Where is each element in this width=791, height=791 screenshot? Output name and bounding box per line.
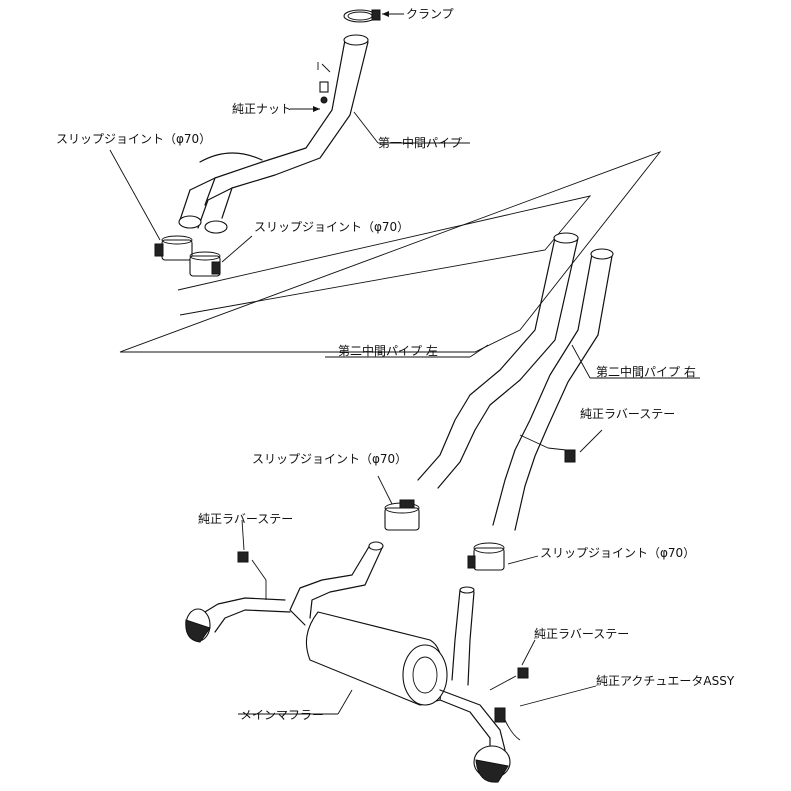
label-slip-joint-c: スリップジョイント（φ70）	[252, 452, 408, 466]
slip-joint-mid-right	[467, 542, 505, 571]
clamp-arrow	[382, 11, 389, 17]
main-muffler-leader	[337, 689, 353, 715]
slip-joint-mid-left	[384, 499, 420, 531]
slip-joint-a-leader	[109, 149, 161, 241]
slip-joint-b-leader	[221, 235, 253, 263]
oem-rubber-stay-c-leader	[521, 639, 536, 666]
second-mid-pipe-right	[492, 248, 614, 531]
label-second-mid-pipe-right: 第二中間パイプ 右	[596, 365, 696, 379]
second-left-leader	[469, 344, 489, 358]
first-mid-pipe-leader	[353, 111, 379, 144]
label-oem-rubber-stay-a: 純正ラバーステー	[580, 407, 676, 421]
oem-rubber-stay-a-leader	[579, 429, 603, 453]
label-slip-joint-b: スリップジョイント（φ70）	[254, 220, 410, 234]
label-second-mid-pipe-left: 第二中間パイプ 左	[338, 344, 438, 358]
label-main-muffler: メインマフラー	[240, 708, 325, 722]
label-first-mid-pipe: 第一中間パイプ	[378, 136, 463, 150]
slip-joint-upper-right	[189, 251, 221, 277]
label-clamp: クランプ	[406, 7, 454, 21]
slip-joint-c-leader	[377, 475, 393, 505]
oem-nut-hardware	[317, 62, 331, 104]
second-right-leader	[571, 344, 591, 379]
second-mid-pipe-left	[417, 232, 579, 489]
first-mid-pipe	[178, 34, 369, 234]
oem-rubber-stay-upper	[564, 449, 576, 463]
actuator-leader	[519, 685, 597, 707]
slip-joint-d-leader	[507, 555, 539, 565]
slip-joint-upper-left	[154, 235, 193, 261]
label-oem-rubber-stay-b: 純正ラバーステー	[198, 512, 294, 526]
oem-rubber-stay-b-leader	[241, 519, 245, 551]
label-oem-nut: 純正ナット	[232, 102, 293, 116]
label-slip-joint-d: スリップジョイント（φ70）	[540, 546, 696, 560]
oem-nut-arrow	[313, 106, 320, 112]
assembly-outline	[119, 151, 662, 353]
clamp	[343, 9, 381, 23]
label-slip-joint-a: スリップジョイント（φ70）	[56, 132, 212, 146]
label-oem-rubber-stay-c: 純正ラバーステー	[534, 627, 630, 641]
label-oem-actuator: 純正アクチュエータASSY	[596, 674, 735, 688]
main-muffler	[185, 541, 529, 783]
